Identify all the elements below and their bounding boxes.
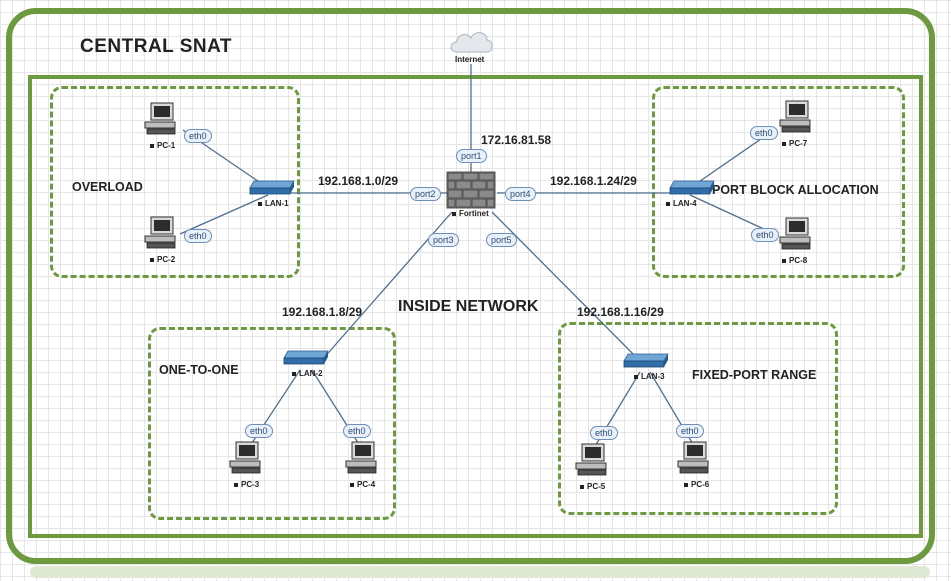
zone-overload-label: OVERLOAD (72, 180, 143, 194)
pc4-icon[interactable] (344, 440, 380, 476)
switch-lan1-label: LAN-1 (258, 199, 289, 208)
pc2-label: PC-2 (150, 255, 175, 264)
switch-lan2-label: LAN-2 (292, 369, 323, 378)
outer-frame (6, 8, 935, 564)
zone-port-block-allocation (652, 86, 905, 278)
pc6-icon[interactable] (676, 440, 712, 476)
link-lan1-pc2 (179, 194, 269, 235)
subnet-lan4-label: 192.168.1.24/29 (550, 174, 637, 188)
pc4-eth0-badge: eth0 (343, 424, 371, 438)
pc5-label: PC-5 (580, 482, 605, 491)
pc7-icon[interactable] (778, 99, 814, 135)
firewall-label: Fortinet (452, 209, 489, 218)
pc6-eth0-badge: eth0 (676, 424, 704, 438)
zone-port-block-label: PORT BLOCK ALLOCATION (712, 183, 879, 197)
port4-badge: port4 (505, 187, 536, 201)
pc3-eth0-badge: eth0 (245, 424, 273, 438)
diagram-title: CENTRAL SNAT (80, 36, 233, 57)
pc2-icon[interactable] (143, 215, 179, 251)
port2-badge: port2 (410, 187, 441, 201)
link-lan3-fortinet (491, 211, 642, 363)
pc7-eth0-badge: eth0 (750, 126, 778, 140)
pc1-label: PC-1 (150, 141, 175, 150)
port3-badge: port3 (428, 233, 459, 247)
subnet-lan2-label: 192.168.1.8/29 (282, 305, 363, 319)
pc5-eth0-badge: eth0 (590, 426, 618, 440)
pc8-eth0-badge: eth0 (751, 228, 779, 242)
subnet-lan3-label: 192.168.1.16/29 (577, 305, 664, 319)
pc1-icon[interactable] (143, 101, 179, 137)
pc6-label: PC-6 (684, 480, 709, 489)
zone-one-to-one-label: ONE-TO-ONE (159, 363, 239, 377)
subnet-lan1-label: 192.168.1.0/29 (318, 174, 399, 188)
port5-badge: port5 (486, 233, 517, 247)
wan-ip-label: 172.16.81.58 (481, 133, 552, 147)
switch-lan3-icon[interactable] (622, 353, 670, 369)
switch-lan2-icon[interactable] (282, 350, 330, 366)
switch-lan4-icon[interactable] (668, 180, 716, 196)
pc4-label: PC-4 (350, 480, 375, 489)
internet-cloud-icon (450, 32, 493, 53)
switch-lan4-label: LAN-4 (666, 199, 697, 208)
pc8-label: PC-8 (782, 256, 807, 265)
switch-lan1-icon[interactable] (248, 180, 296, 196)
port1-badge: port1 (456, 149, 487, 163)
zone-fixed-port-label: FIXED-PORT RANGE (692, 368, 817, 382)
pc2-eth0-badge: eth0 (184, 229, 212, 243)
pc3-icon[interactable] (228, 440, 264, 476)
zone-fixed-port-range (558, 322, 838, 515)
pc3-label: PC-3 (234, 480, 259, 489)
pc7-label: PC-7 (782, 139, 807, 148)
firewall-icon[interactable] (446, 171, 496, 209)
bottom-shadow (30, 566, 930, 578)
internet-label: Internet (455, 55, 485, 64)
inside-network-frame (28, 75, 923, 538)
zone-one-to-one (148, 327, 396, 520)
zone-overload (50, 86, 300, 278)
pc8-icon[interactable] (778, 216, 814, 252)
pc5-icon[interactable] (574, 442, 610, 478)
pc1-eth0-badge: eth0 (184, 129, 212, 143)
switch-lan3-label: LAN-3 (634, 372, 665, 381)
inside-network-label: INSIDE NETWORK (398, 298, 539, 315)
